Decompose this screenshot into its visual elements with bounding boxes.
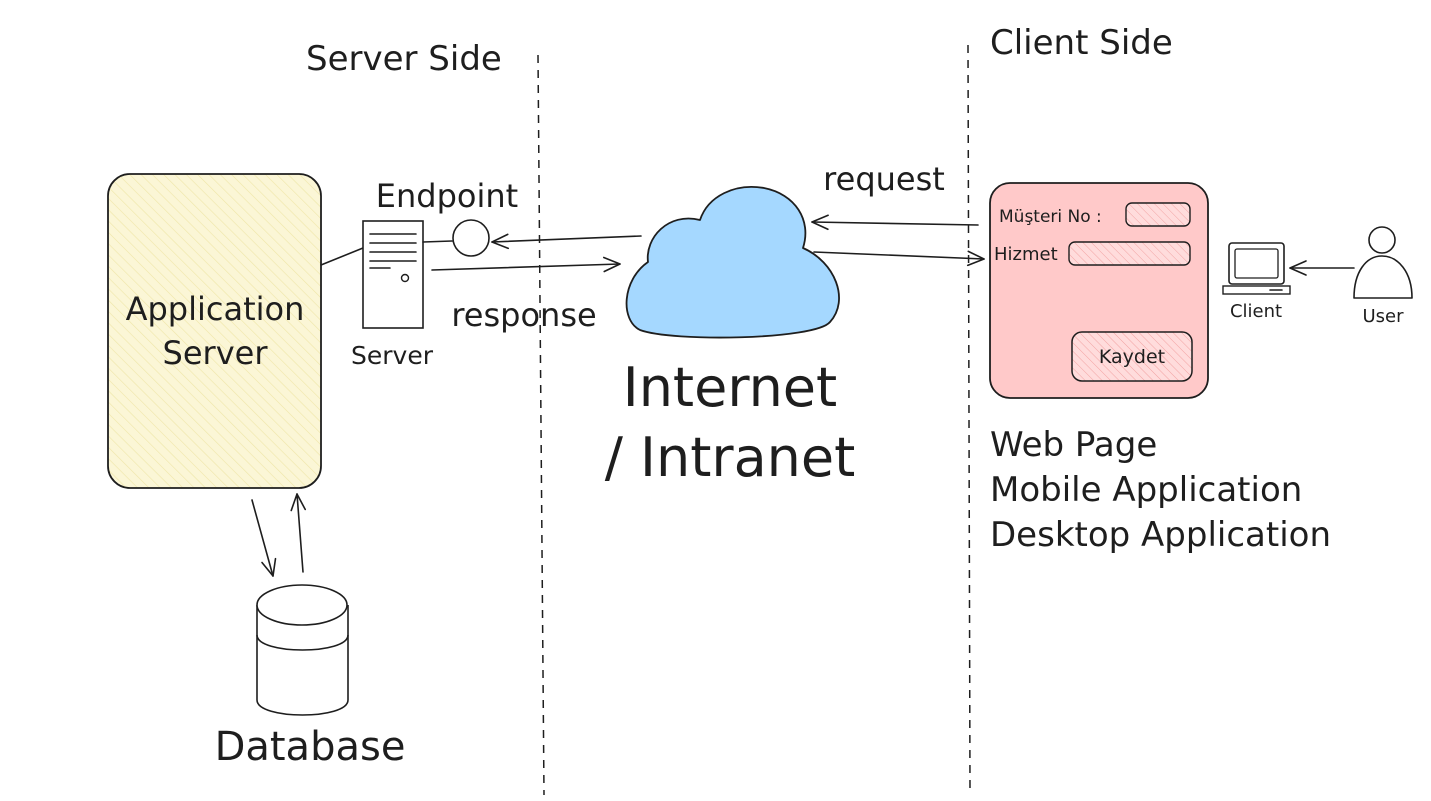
client-side-title: Client Side [990, 23, 1173, 63]
client-computer-icon [1222, 242, 1291, 295]
request-label: request [823, 160, 945, 198]
app-to-database-arrow [251, 499, 277, 577]
internet-label-line2: / Intranet [605, 426, 856, 489]
database-cylinder-icon [256, 584, 349, 716]
divider-server-internet [537, 54, 545, 796]
database-label: Database [215, 724, 406, 770]
service-field[interactable] [1068, 241, 1191, 266]
server-tower-icon [362, 220, 424, 329]
app-to-server-connector [320, 247, 364, 266]
endpoint-connector [422, 240, 453, 243]
endpoint-label: Endpoint [376, 177, 518, 215]
internet-label-line1: Internet [623, 356, 837, 419]
customer-no-label: Müşteri No : [999, 207, 1102, 227]
server-side-title: Server Side [306, 39, 502, 79]
client-label: Client [1230, 301, 1282, 322]
internet-cloud-shape [625, 186, 840, 339]
application-server-label-line2: Server [163, 334, 269, 372]
response-label: response [451, 296, 596, 334]
server-to-cloud-arrow [431, 256, 621, 273]
cloud-to-form-arrow [813, 250, 985, 267]
user-label: User [1362, 306, 1404, 327]
database-to-app-arrow [290, 493, 307, 573]
application-server-label-line1: Application [126, 290, 305, 328]
client-type-web: Web Page [990, 425, 1157, 465]
cloud-to-endpoint-arrow [491, 233, 642, 250]
server-label: Server [351, 341, 434, 370]
endpoint-circle [452, 219, 490, 257]
application-server-box [107, 173, 322, 489]
service-label: Hizmet [994, 244, 1058, 265]
save-button[interactable]: Kaydet [1071, 331, 1193, 382]
user-icon [1353, 226, 1413, 299]
save-button-label: Kaydet [1099, 346, 1165, 368]
form-to-cloud-arrow [811, 214, 979, 231]
client-type-desktop: Desktop Application [990, 515, 1331, 555]
customer-no-field[interactable] [1125, 202, 1191, 227]
client-type-mobile: Mobile Application [990, 470, 1302, 510]
divider-internet-client [967, 44, 971, 791]
